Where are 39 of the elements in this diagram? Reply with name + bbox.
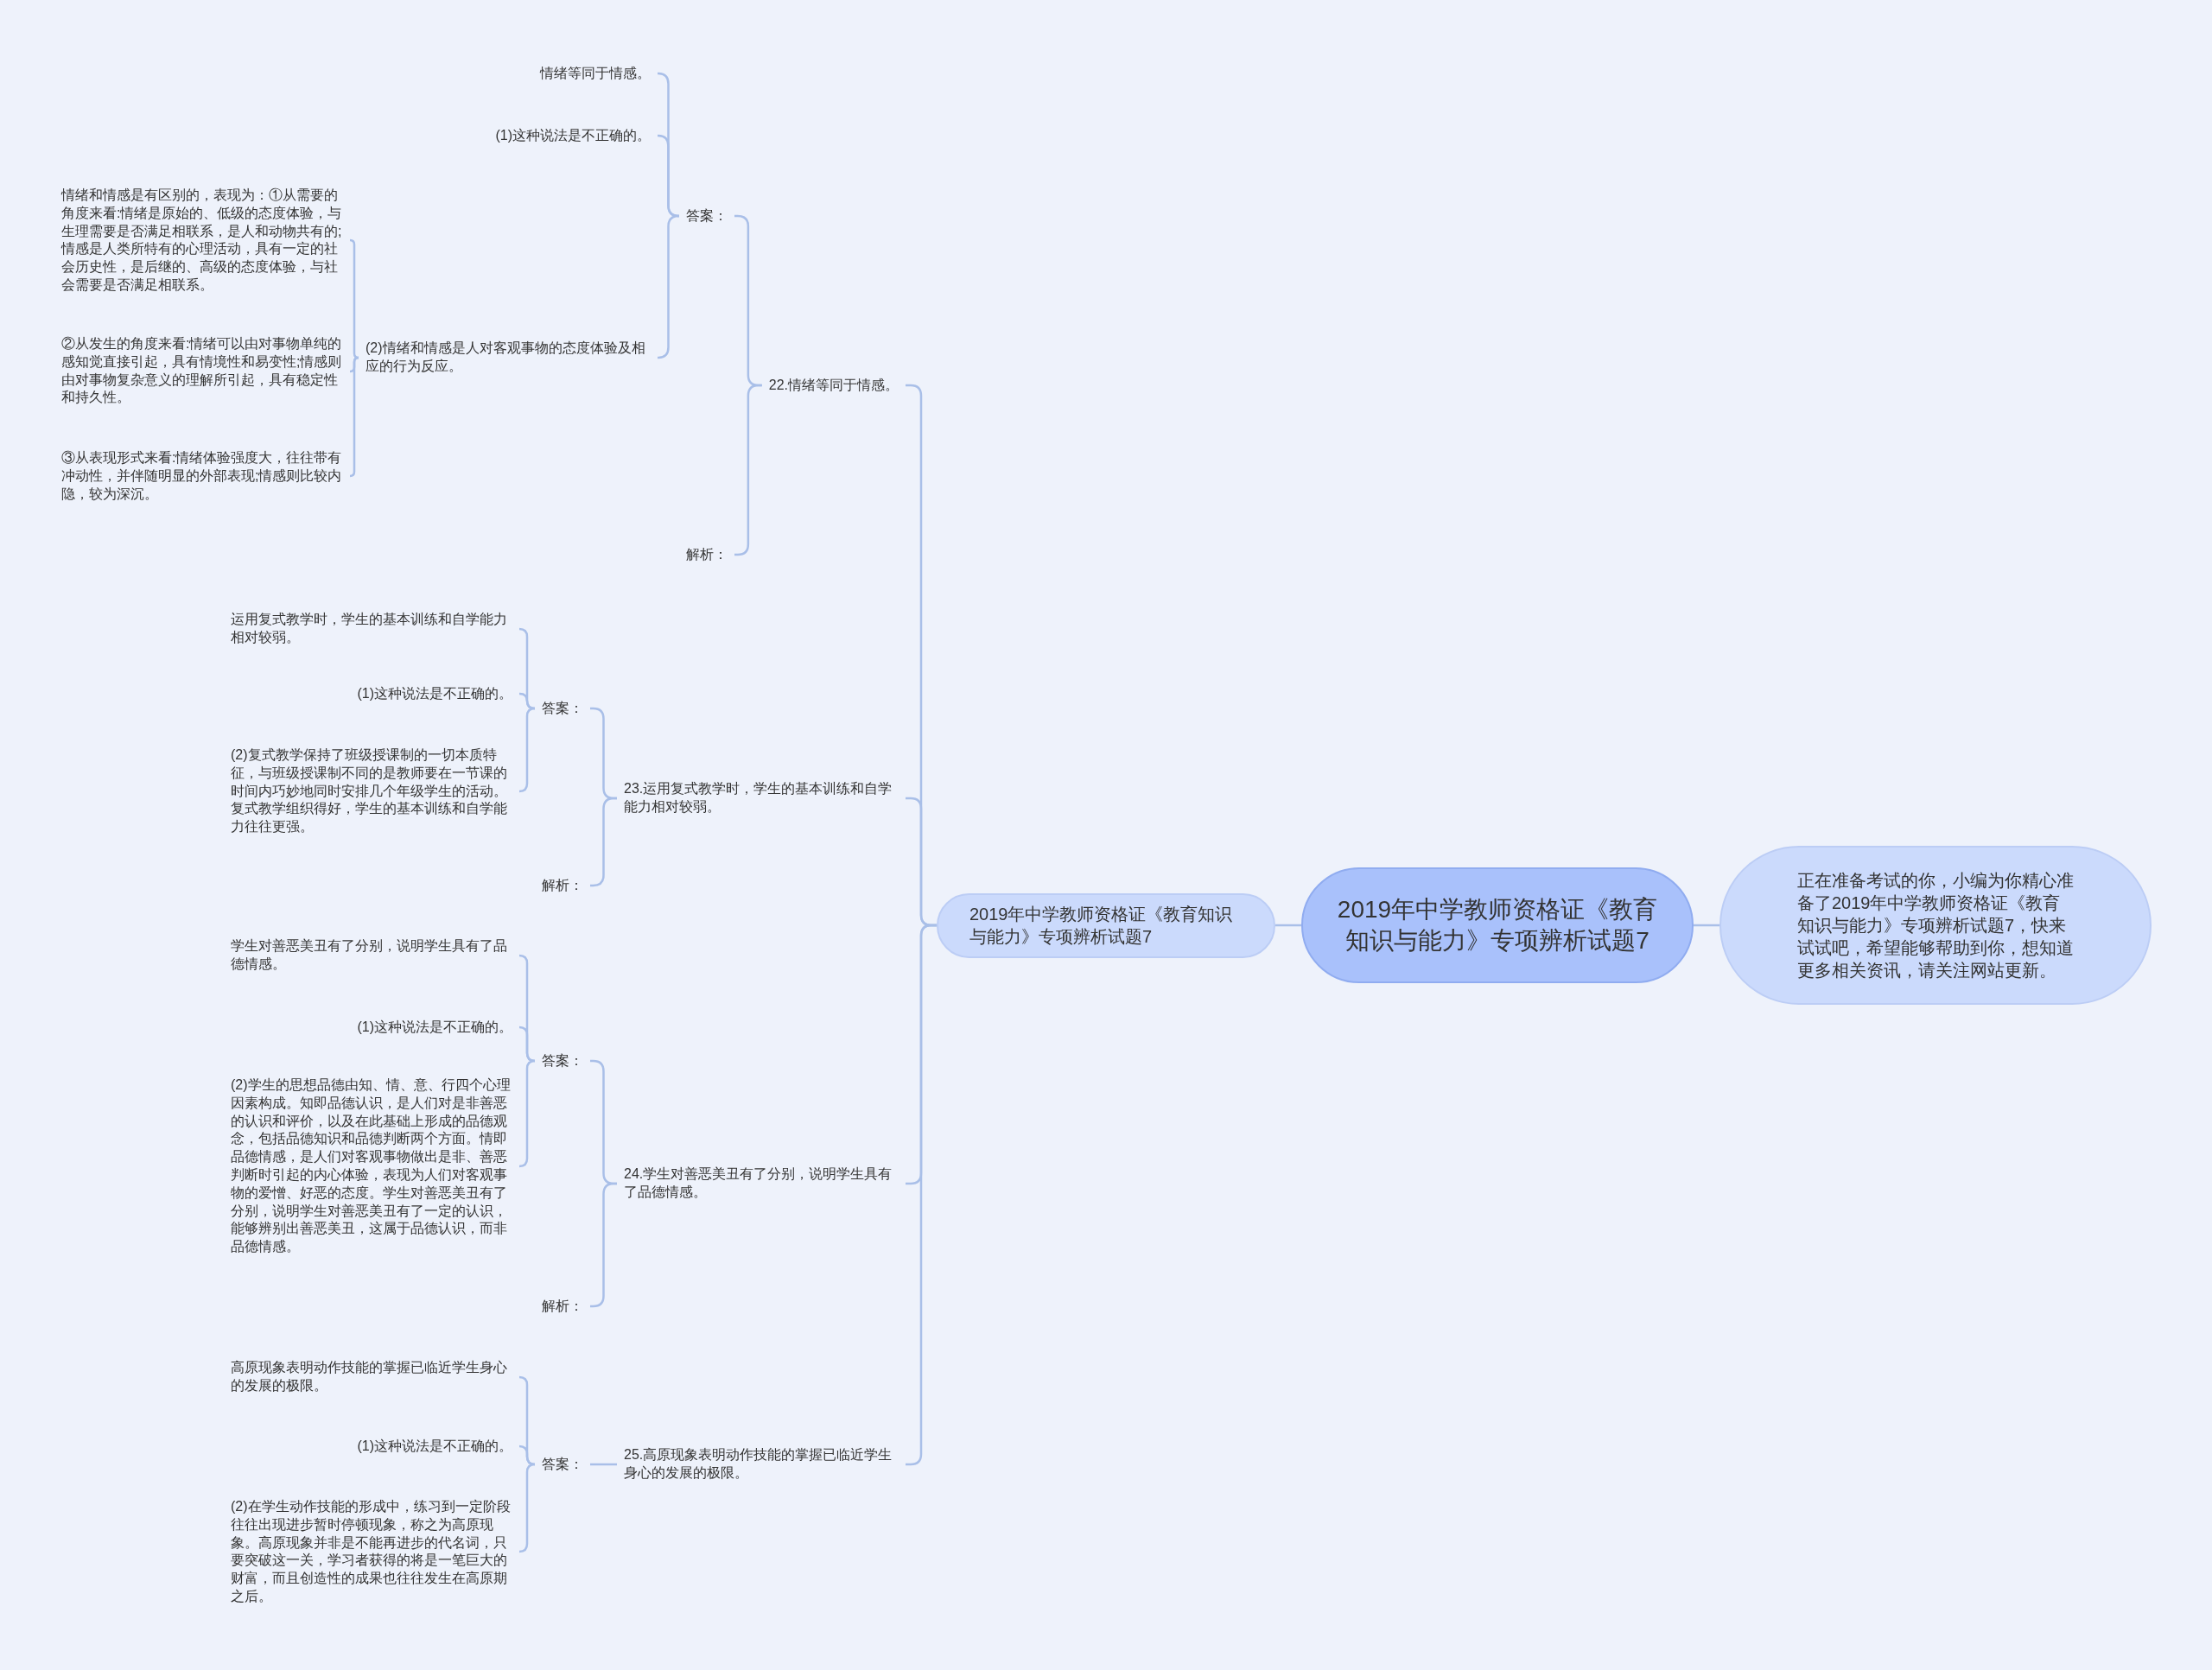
- topic-text: 解析：: [542, 1297, 583, 1316]
- connector-line: [734, 384, 762, 556]
- topic-text: 答案：: [542, 1051, 583, 1070]
- intro-pill: 正在准备考试的你，小编为你精心准备了2019年中学教师资格证《教育知识与能力》专项辨析试题7，快来试试吧，希望能够帮助到你，想知道更多相关资讯，请关注网站更新。: [1719, 846, 2152, 1005]
- topic-text: (2)情绪和情感是人对客观事物的态度体验及相应的行为反应。: [365, 340, 651, 376]
- topic-text: (1)这种说法是不正确的。: [357, 1437, 512, 1456]
- topic-text: 23.运用复式教学时，学生的基本训练和自学能力相对较弱。: [624, 780, 899, 816]
- topic-text: 24.学生对善恶美丑有了分别，说明学生具有了品德情感。: [624, 1165, 899, 1202]
- topic-text: (1)这种说法是不正确的。: [357, 1018, 512, 1037]
- topic-text: (1)这种说法是不正确的。: [357, 684, 512, 703]
- topic-text: (2)在学生动作技能的形成中，练习到一定阶段往往出现进步暂时停顿现象，称之为高原现象。高原现象并非是不能再进步的代名词，只要突破这一关，学习者获得的将是一笔巨大的财富，而且创造性的成果也往往发生在高原期之后。: [231, 1497, 512, 1606]
- topic-text: (2)复式教学保持了班级授课制的一切本质特征，与班级授课制不同的是教师要在一节课的时间内巧妙地同时安排几个年级学生的活动。复式教学组织得好，学生的基本训练和自学能力往往更强。: [231, 746, 512, 836]
- topic-text: 答案：: [542, 1455, 583, 1474]
- connector-line: [518, 692, 536, 710]
- central-topic-pill: 2019年中学教师资格证《教育知识与能力》专项辨析试题7: [1301, 867, 1694, 983]
- topic-text: 答案：: [542, 699, 583, 718]
- connector-line: [590, 1463, 617, 1466]
- topic-text: 25.高原现象表明动作技能的掌握已临近学生身心的发展的极限。: [624, 1446, 899, 1483]
- connector-line: [518, 707, 537, 793]
- topic-text: 高原现象表明动作技能的掌握已临近学生身心的发展的极限。: [231, 1359, 512, 1395]
- connector-line: [518, 1059, 537, 1168]
- topic-text: 情绪等同于情感。: [540, 64, 651, 83]
- connector-line: [1694, 924, 1719, 927]
- topic-text: (2)学生的思想品德由知、情、意、行四个心理因素构成。知即品德认识，是人们对是非善恶的认识和评价，以及在此基础上形成的品德观念，包括品德知识和品德判断两个方面。情即品德情感，是人们对客观事物做出是非、善恶判断时引起的内心体验，表现为人们对客观事物的爱憎、好恶的态度。学生对善恶美丑有了分别，说明学生对善恶美丑有了一定的认识，能够辨别出善恶美丑，这属于品德认识，而非品德情感。: [231, 1076, 512, 1256]
- topic-text: 答案：: [686, 206, 728, 225]
- topic-pill: 2019年中学教师资格证《教育知识与能力》专项辨析试题7: [937, 892, 1275, 958]
- topic-text: (1)这种说法是不正确的。: [495, 126, 651, 145]
- connector-line: [657, 214, 680, 359]
- topic-text: 解析：: [542, 876, 583, 895]
- topic-text: ③从表现形式来看:情绪体验强度大，往往带有冲动性，并伴随明显的外部表现;情感则比较内隐，较为深沉。: [61, 448, 343, 504]
- connector-line: [1275, 924, 1301, 927]
- connector-line: [348, 356, 360, 478]
- connector-line: [518, 1463, 537, 1553]
- topic-text: 运用复式教学时，学生的基本训练和自学能力相对较弱。: [231, 611, 512, 647]
- topic-text: 情绪和情感是有区别的，表现为：①从需要的角度来看:情绪是原始的、低级的态度体验，与生理需要是否满足相联系，是人和动物共有的;情感是人类所特有的心理活动，具有一定的社会历史性，是后继的、高级的态度体验，与社会需要是否满足相联系。: [61, 186, 343, 295]
- topic-text: 解析：: [686, 545, 728, 564]
- topic-text: 学生对善恶美丑有了分别，说明学生具有了品德情感。: [231, 937, 512, 974]
- topic-text: ②从发生的角度来看:情绪可以由对事物单纯的感知觉直接引起，具有情境性和易变性;情感则由对事物复杂意义的理解所引起，具有稳定性和持久性。: [61, 335, 343, 408]
- topic-text: 22.情绪等同于情感。: [768, 376, 899, 395]
